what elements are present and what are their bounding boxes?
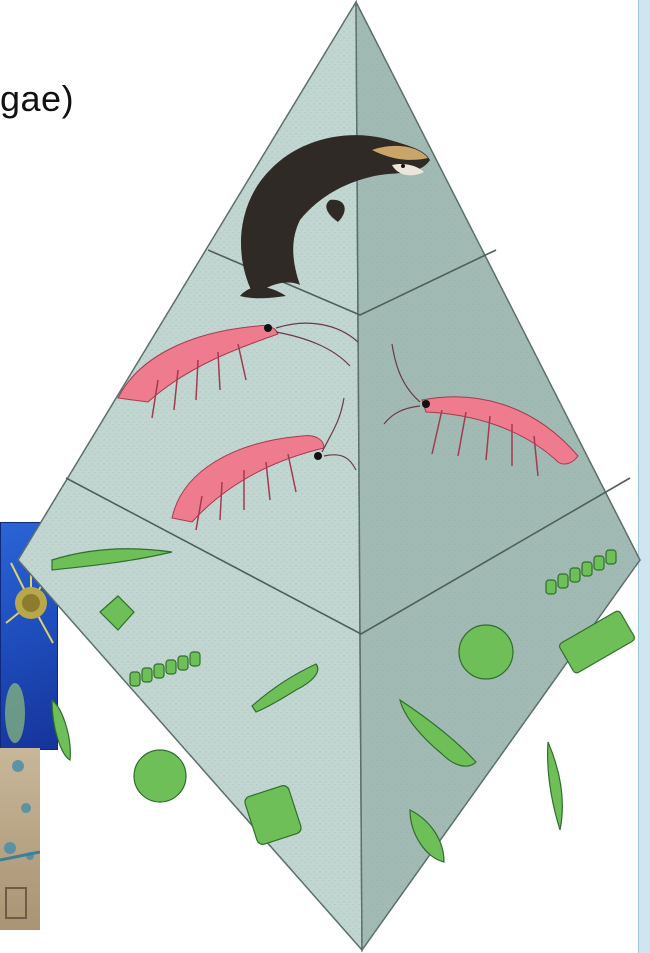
spindle-diatom-right (548, 742, 563, 830)
disc-diatom-left (134, 750, 186, 802)
pennate-diatom-edge (52, 700, 70, 760)
disc-diatom-right (459, 625, 513, 679)
